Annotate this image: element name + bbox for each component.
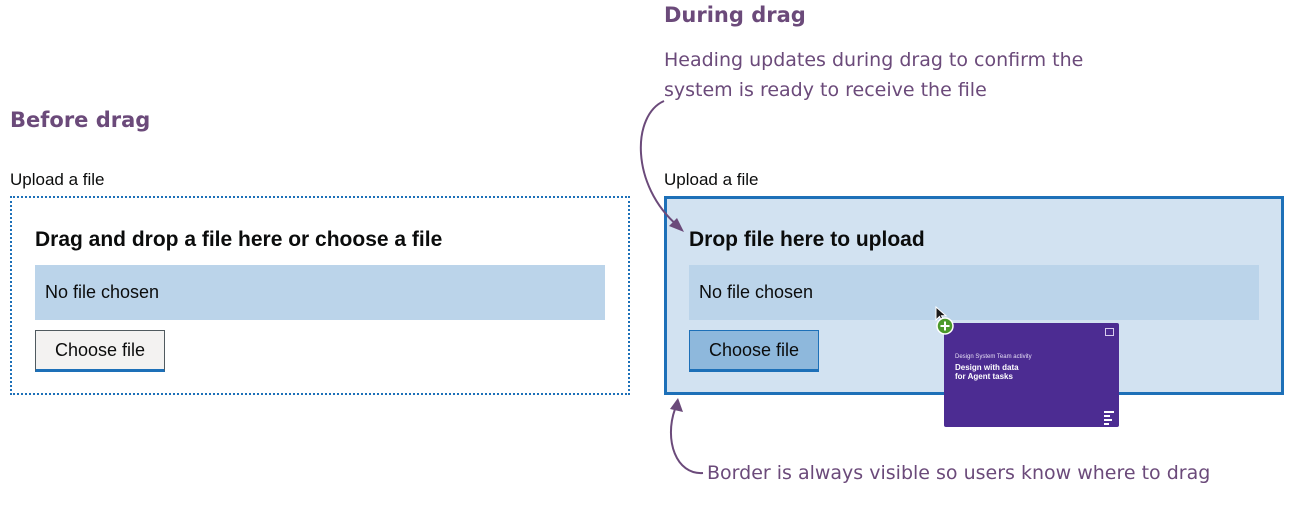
heading-annotation-line-2: system is ready to receive the file bbox=[664, 79, 987, 101]
border-arrowhead-icon bbox=[670, 398, 683, 412]
during-drag-title: During drag bbox=[664, 3, 806, 27]
heading-annotation-line-1: Heading updates during drag to confirm t… bbox=[664, 49, 1084, 71]
dragged-file-title: Design with data for Agent tasks bbox=[955, 363, 1019, 381]
plus-icon bbox=[936, 317, 954, 335]
before-dropzone-heading: Drag and drop a file here or choose a fi… bbox=[35, 228, 443, 251]
border-annotation-arrow bbox=[670, 408, 704, 475]
before-drag-title: Before drag bbox=[10, 108, 151, 132]
during-upload-label: Upload a file bbox=[664, 170, 759, 189]
before-dropzone[interactable]: Drag and drop a file here or choose a fi… bbox=[10, 196, 630, 395]
card-corner-mark-icon bbox=[1104, 411, 1114, 425]
before-file-status: No file chosen bbox=[35, 265, 605, 320]
dragged-file-title-line-1: Design with data bbox=[955, 363, 1019, 372]
dragged-file-preview[interactable]: Design System Team activity Design with … bbox=[944, 323, 1119, 427]
before-choose-file-button[interactable]: Choose file bbox=[35, 330, 166, 372]
during-choose-file-button[interactable]: Choose file bbox=[689, 330, 820, 372]
dragged-file-title-line-2: for Agent tasks bbox=[955, 372, 1013, 381]
heading-annotation: Heading updates during drag to confirm t… bbox=[664, 45, 1083, 105]
during-dropzone-heading: Drop file here to upload bbox=[689, 228, 925, 251]
before-upload-label: Upload a file bbox=[10, 170, 105, 189]
during-file-status: No file chosen bbox=[689, 265, 1259, 320]
card-logo-icon bbox=[1105, 328, 1114, 336]
dragged-file-subtitle: Design System Team activity bbox=[955, 354, 1032, 360]
border-annotation: Border is always visible so users know w… bbox=[707, 462, 1211, 484]
